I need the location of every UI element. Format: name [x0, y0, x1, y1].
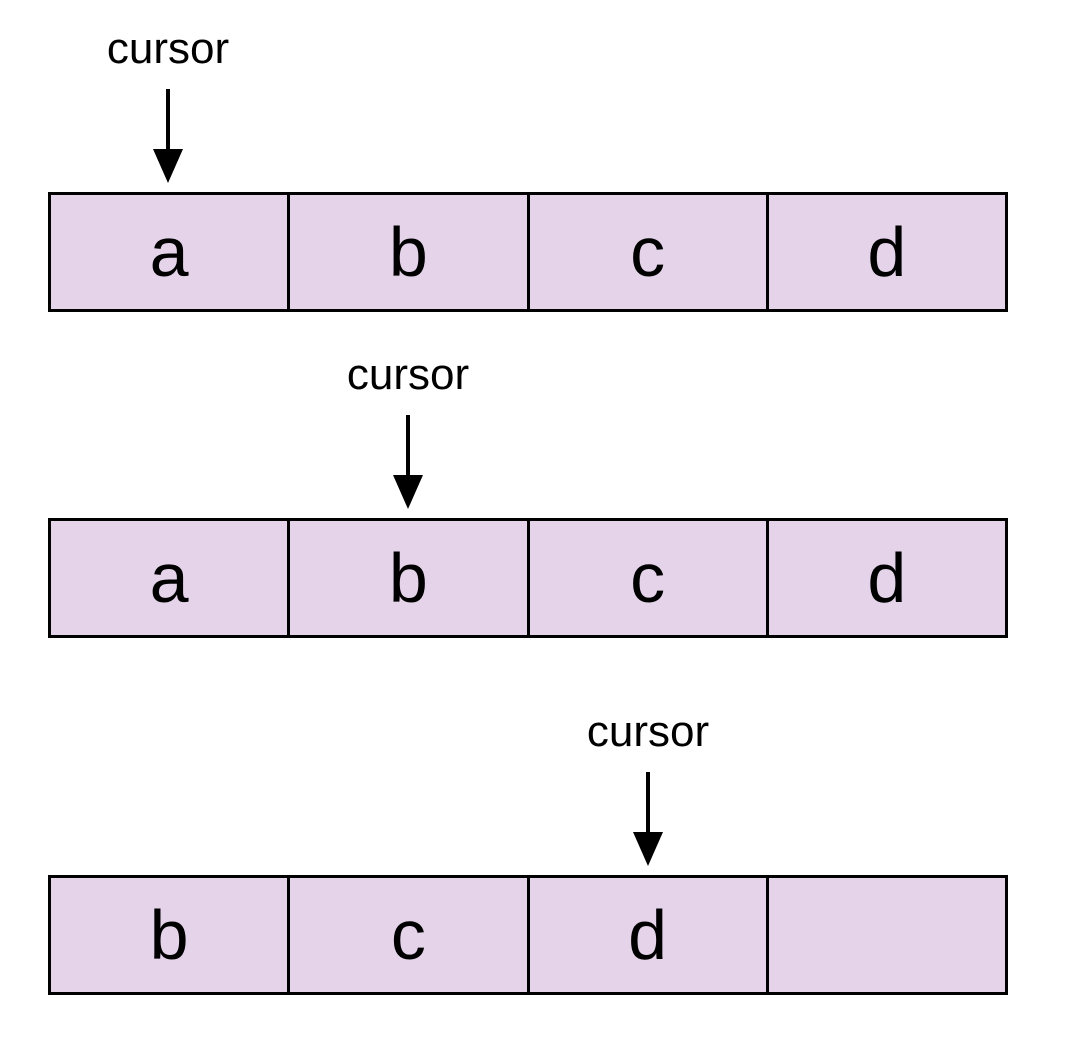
array-cell: b	[290, 521, 530, 635]
array-cell: b	[290, 195, 530, 309]
array-row: a b c d	[48, 518, 1008, 638]
array-cell: b	[51, 878, 291, 992]
down-arrow-icon	[393, 415, 423, 509]
array-row: b c d	[48, 875, 1008, 995]
cursor-label: cursor	[586, 707, 710, 756]
down-arrow-icon	[633, 772, 663, 866]
cursor-pointer: cursor	[298, 351, 518, 518]
cursor-label: cursor	[106, 24, 230, 73]
array-cell: a	[51, 195, 291, 309]
array-cell: d	[768, 521, 1005, 635]
array-cell: c	[290, 878, 530, 992]
array-cell: a	[51, 521, 291, 635]
cursor-pointer: cursor	[58, 25, 278, 192]
down-arrow-icon	[153, 89, 183, 183]
array-cell: c	[529, 521, 769, 635]
cursor-label: cursor	[346, 350, 470, 399]
diagram-step-3: cursor b c d	[0, 708, 1090, 1008]
diagram-step-1: cursor a b c d	[0, 25, 1090, 325]
array-cell: c	[529, 195, 769, 309]
cursor-pointer: cursor	[538, 708, 758, 875]
array-cell	[768, 878, 1005, 992]
array-cell: d	[529, 878, 769, 992]
diagram-step-2: cursor a b c d	[0, 351, 1090, 651]
array-row: a b c d	[48, 192, 1008, 312]
array-cell: d	[768, 195, 1005, 309]
